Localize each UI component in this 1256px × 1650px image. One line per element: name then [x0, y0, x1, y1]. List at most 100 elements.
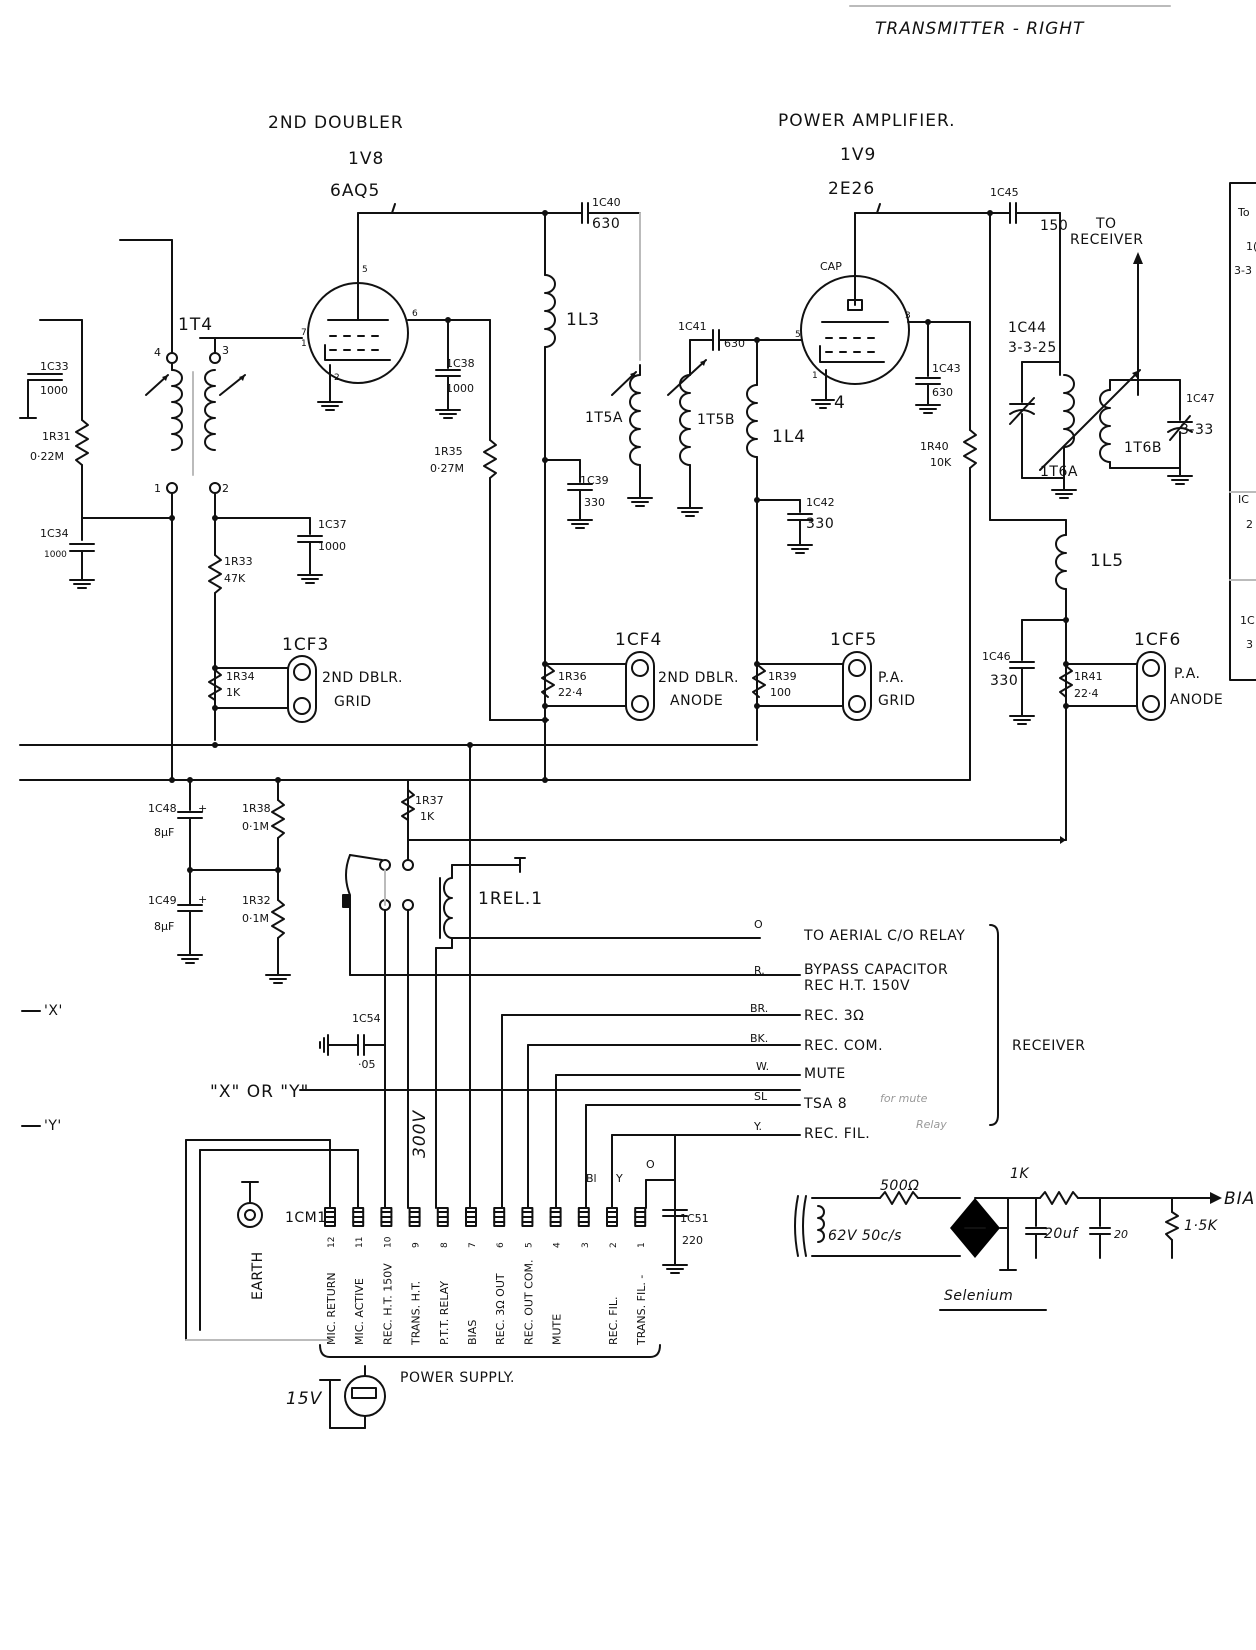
tube-1v8: 1V8 6AQ5 5 7 1 6 2	[199, 149, 546, 411]
c38-label: 1C38	[446, 357, 475, 370]
r31-label: 1R31	[42, 430, 71, 443]
rx-line-1: TO AERIAL C/O RELAY	[803, 928, 965, 944]
right-edge-box: To 1( 3-3 IC 2 1C 3	[1229, 182, 1256, 681]
cf5-text2: GRID	[878, 693, 916, 709]
connector-pin-number: 10	[383, 1236, 393, 1248]
rx-code-3: BR.	[750, 1002, 768, 1015]
svg-text:2: 2	[334, 373, 340, 383]
c43-label: 1C43	[932, 362, 961, 375]
cf6-text1: P.A.	[1174, 666, 1201, 682]
c39-value: 330	[584, 496, 605, 509]
c45-label: 1C45	[990, 186, 1019, 199]
r15k-label: 1·5K	[1184, 1218, 1219, 1234]
t5a-label: 1T5A	[585, 410, 623, 426]
connector-pin-number: 5	[524, 1242, 534, 1248]
header: TRANSMITTER - RIGHT 2ND DOUBLER POWER AM…	[268, 5, 1171, 133]
tube-1v8-ref: 1V8	[348, 149, 384, 169]
svg-text:+: +	[198, 893, 207, 906]
bottom-tube-symbol: 15V	[286, 1365, 386, 1429]
c42-label: 1C42	[806, 496, 835, 509]
connector-pin-label: P.T.T. RELAY	[438, 1281, 451, 1345]
filter-network: + 1C48 8μF + 1C49 8μF 1R38 0·1M 1R32 0·1…	[148, 777, 291, 984]
l3-label: 1L3	[566, 310, 600, 330]
svg-text:1: 1	[154, 482, 161, 495]
connector-pin-label: TRANS. FIL. -	[635, 1275, 648, 1346]
r35-value: 0·27M	[430, 462, 464, 475]
c48-value: 8μF	[154, 826, 174, 839]
selenium-label: Selenium	[944, 1288, 1013, 1304]
tube-1v9-type: 2E26	[828, 179, 875, 199]
c54-and-xy: 1C54 ·05 "X" OR "Y" 'X' 'Y'	[21, 1003, 386, 1134]
cf3-text1: 2ND DBLR.	[322, 670, 403, 686]
c44-value: 3-3-25	[1008, 340, 1057, 356]
r40-label: 1R40	[920, 440, 949, 453]
r34-label: 1R34	[226, 670, 255, 683]
supply-buses	[19, 210, 1069, 1209]
t6a-label: 1T6A	[1040, 464, 1078, 480]
r35-label: 1R35	[434, 445, 463, 458]
svg-text:1: 1	[812, 371, 818, 381]
r32-value: 0·1M	[242, 912, 269, 925]
cf5-text1: P.A.	[878, 670, 905, 686]
tube-1v9: 1V9 2E26 CAP 4 5 3 1	[795, 145, 1001, 413]
c34-label: 1C34	[40, 527, 69, 540]
connector-pin-number: 6	[496, 1242, 506, 1248]
testpoint-1cf3: 1CF3 2ND DBLR. GRID 1R34 1K	[208, 635, 403, 723]
cf4-text1: 2ND DBLR.	[658, 670, 739, 686]
c41-label: 1C41	[678, 320, 707, 333]
r31-value: 0·22M	[30, 450, 64, 463]
c42-value: 330	[806, 516, 834, 532]
v8-anode-network: 1C38 1000 1R35 0·27M	[430, 319, 549, 721]
rx-code-4: BK.	[750, 1032, 768, 1045]
r33-value: 47K	[224, 572, 246, 585]
c2-label: 20	[1114, 1228, 1128, 1241]
connector-pin-number: 9	[412, 1242, 422, 1248]
svg-text:RECEIVER: RECEIVER	[1070, 232, 1143, 248]
connector-pin-label: REC. 3Ω OUT	[494, 1273, 507, 1345]
rx-line-7: REC. FIL.	[804, 1126, 870, 1142]
cf6-label: 1CF6	[1134, 630, 1181, 650]
rx-line-3: REC. 3Ω	[804, 1008, 864, 1024]
r37-label: 1R37	[415, 794, 444, 807]
v9-grid-network: 1L4 1C42 330	[746, 339, 835, 741]
c48-label: 1C48	[148, 802, 177, 815]
connector-pin-number: 11	[355, 1237, 365, 1248]
connector-pin-label: MIC. RETURN	[325, 1272, 338, 1345]
edge-text-1c: 1C	[1240, 614, 1255, 627]
c37-value: 1000	[318, 540, 346, 553]
rx-line-4: REC. COM.	[804, 1038, 883, 1054]
cf3-text2: GRID	[334, 694, 372, 710]
connector-pin-number: 1	[637, 1242, 647, 1248]
cf4-label: 1CF4	[615, 630, 662, 650]
svg-text:1: 1	[301, 339, 307, 349]
connector-pin-number: 2	[609, 1242, 619, 1248]
edge-text-3: 3	[1246, 638, 1253, 651]
svg-text:4: 4	[154, 346, 161, 359]
svg-text:3: 3	[905, 311, 911, 321]
mute-note-1: for mute	[880, 1092, 928, 1105]
connector-pin-label: TRANS. H.T.	[410, 1281, 423, 1346]
c46-value: 330	[990, 673, 1018, 689]
c46-label: 1C46	[982, 650, 1011, 663]
m1-label: 1CM1	[285, 1210, 327, 1226]
l5-label: 1L5	[1090, 551, 1124, 571]
cf3-label: 1CF3	[282, 635, 329, 655]
v9-pin4: 4	[834, 393, 846, 413]
pin3-mark: Bl	[586, 1172, 597, 1185]
rel1-label: 1REL.1	[478, 889, 543, 909]
power-supply-label: POWER SUPPLY.	[400, 1370, 515, 1386]
v8-plate-tank: 1C40 630 1L3 1C39 330	[544, 196, 641, 781]
c51-value: 220	[682, 1234, 703, 1247]
r36-label: 1R36	[558, 670, 587, 683]
earth-terminal: EARTH	[237, 1181, 266, 1300]
r500-label: 500Ω	[880, 1178, 919, 1194]
edge-text-33: 3-3	[1234, 264, 1252, 277]
output-tank: 1C45 150 TO RECEIVER 1C44 3-3-25	[989, 186, 1215, 521]
v9-cap-label: CAP	[820, 260, 842, 273]
bias-label: BIA	[1224, 1189, 1255, 1209]
to-receiver-1: TO	[1095, 216, 1117, 232]
svg-text:3: 3	[222, 344, 229, 357]
page-title: TRANSMITTER - RIGHT	[875, 19, 1085, 39]
svg-text:5: 5	[362, 265, 368, 275]
